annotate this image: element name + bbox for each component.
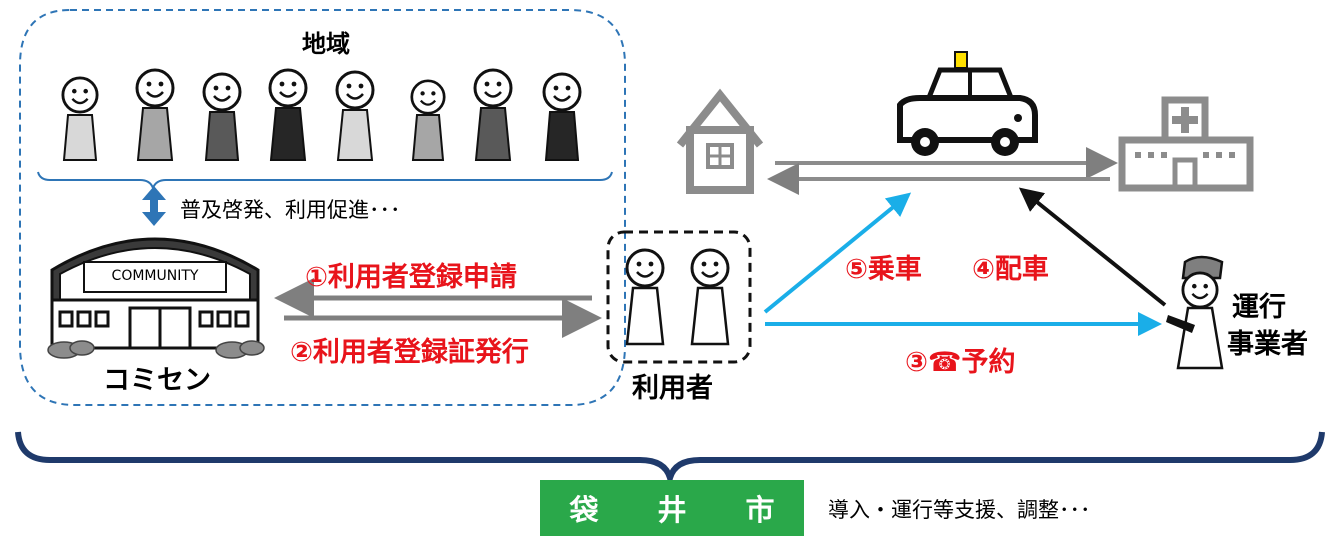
city-char-1: 袋 [569, 493, 599, 527]
taxi-icon [897, 51, 1038, 156]
region-people [61, 68, 582, 161]
city-char-2: 井 [657, 493, 687, 527]
city-support-text: 導入・運行等支援、調整･･･ [828, 498, 1091, 522]
house-icon [676, 88, 764, 194]
step1-label: ①利用者登録申請 [305, 262, 517, 293]
community-sign: COMMUNITY [111, 268, 199, 284]
region-label: 地域 [302, 30, 350, 58]
city-char-3: 市 [745, 493, 775, 527]
step3-label: ③☎予約 [905, 347, 1016, 378]
region-dashed-border [19, 9, 626, 406]
city-box: 袋 井 市 [540, 480, 804, 536]
step2-label: ②利用者登録証発行 [290, 337, 529, 368]
awareness-label: 普及啓発、利用促進･･･ [180, 198, 401, 222]
step5-label: ⑤乗車 [845, 254, 922, 285]
city-brace [15, 431, 1325, 490]
community-center-label: コミセン [103, 365, 211, 396]
operator-icon [1166, 255, 1224, 370]
community-center-icon [47, 237, 265, 359]
awareness-double-arrow-icon [142, 186, 166, 226]
hospital-icon [1118, 96, 1254, 192]
user-dashed-box [606, 230, 752, 364]
arrow-dispatch [1018, 187, 1167, 307]
step4-label: ④配車 [972, 254, 1049, 285]
user-icon [625, 248, 730, 346]
operator-label-line2: 事業者 [1227, 329, 1308, 360]
arrow-boarding [763, 192, 912, 314]
region-bracket [37, 171, 613, 191]
user-label: 利用者 [632, 373, 713, 404]
operator-label-line1: 運行 [1232, 292, 1286, 323]
